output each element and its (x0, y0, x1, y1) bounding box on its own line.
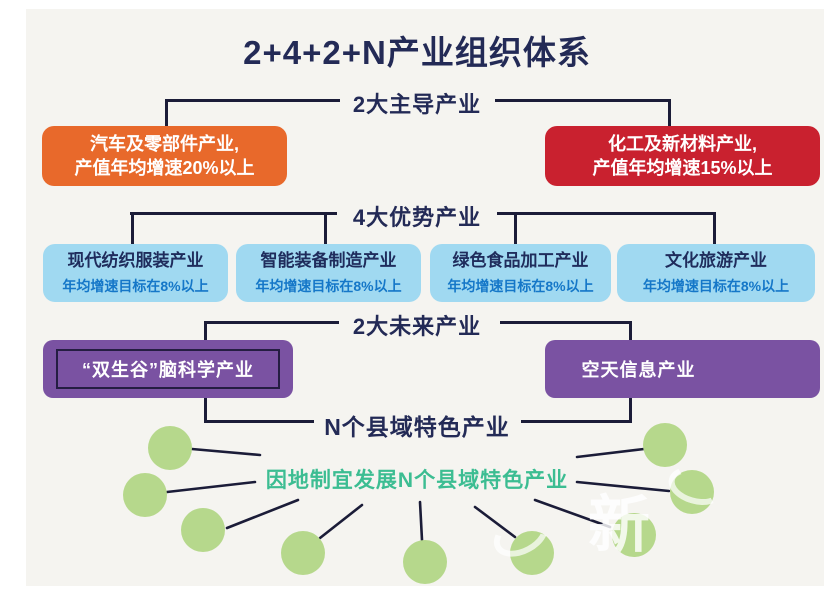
connector-line (204, 398, 207, 423)
connector-line (130, 212, 337, 215)
advantage-box-textile: 现代纺织服装产业 年均增速目标在8%以上 (43, 244, 228, 302)
county-industry-circle (403, 540, 447, 584)
leading-box-chemical: 化工及新材料产业, 产值年均增速15%以上 (545, 126, 820, 186)
advantage-box-equipment-subtitle: 年均增速目标在8%以上 (255, 277, 402, 294)
connector-line (204, 321, 207, 341)
advantage-box-textile-subtitle: 年均增速目标在8%以上 (62, 277, 209, 294)
advantage-box-tourism-title: 文化旅游产业 (665, 251, 767, 271)
connector-line (131, 212, 134, 245)
connector-line (165, 99, 168, 127)
diagram-title: 2+4+2+N产业组织体系 (243, 34, 591, 71)
county-industry-circle (281, 531, 325, 575)
connector-line (500, 321, 631, 324)
future-box-brain-science-label: “双生谷”脑科学产业 (82, 360, 254, 380)
advantage-box-tourism-subtitle: 年均增速目标在8%以上 (642, 277, 790, 294)
future-box-aerospace-info-label: 空天信息产业 (581, 360, 696, 380)
county-industry-circle (670, 470, 714, 514)
county-industry-circle (123, 473, 167, 517)
connector-line (167, 99, 340, 102)
inner-frame (56, 349, 280, 389)
watermark-text: 新 (588, 491, 651, 560)
county-industry-circle (643, 423, 687, 467)
county-industry-circle (612, 513, 656, 557)
advantage-box-food-subtitle: 年均增速目标在8%以上 (447, 277, 594, 294)
leading-box-chemical-line1: 化工及新材料产业, (607, 133, 757, 154)
connector-line (324, 212, 327, 245)
county-industry-circle (510, 531, 554, 575)
connector-line (204, 420, 314, 423)
connector-line (629, 398, 632, 423)
section-label-leading: 2大主导产业 (352, 92, 482, 117)
future-box-brain-science: “双生谷”脑科学产业 (43, 340, 293, 398)
leading-box-auto-line1: 汽车及零部件产业, (89, 133, 239, 154)
county-industry-circle (181, 508, 225, 552)
leading-box-auto-line2: 产值年均增速20%以上 (74, 158, 255, 178)
connector-line (495, 99, 671, 102)
connector-line (497, 212, 716, 215)
advantage-box-food: 绿色食品加工产业 年均增速目标在8%以上 (430, 244, 611, 302)
connector-line (713, 212, 716, 245)
advantage-box-equipment-title: 智能装备制造产业 (260, 251, 397, 271)
leading-box-chemical-line2: 产值年均增速15%以上 (592, 158, 773, 178)
connector-line (514, 212, 517, 245)
advantage-box-tourism: 文化旅游产业 年均增速目标在8%以上 (617, 244, 815, 302)
future-box-aerospace-info: 空天信息产业 (545, 340, 820, 398)
section-label-county: N个县域特色产业 (324, 414, 510, 440)
advantage-box-equipment: 智能装备制造产业 年均增速目标在8%以上 (236, 244, 421, 302)
advantage-box-food-title: 绿色食品加工产业 (452, 251, 589, 271)
county-description: 因地制宜发展N个县域特色产业 (265, 469, 569, 492)
connector-line (668, 99, 671, 127)
section-label-future: 2大未来产业 (352, 314, 482, 339)
connector-line (204, 321, 339, 324)
advantage-box-textile-title: 现代纺织服装产业 (67, 251, 204, 271)
leading-box-auto: 汽车及零部件产业, 产值年均增速20%以上 (42, 126, 287, 186)
connector-line (629, 321, 632, 341)
county-industry-circle (148, 426, 192, 470)
section-label-advantage: 4大优势产业 (352, 205, 482, 230)
connector-line (521, 420, 632, 423)
